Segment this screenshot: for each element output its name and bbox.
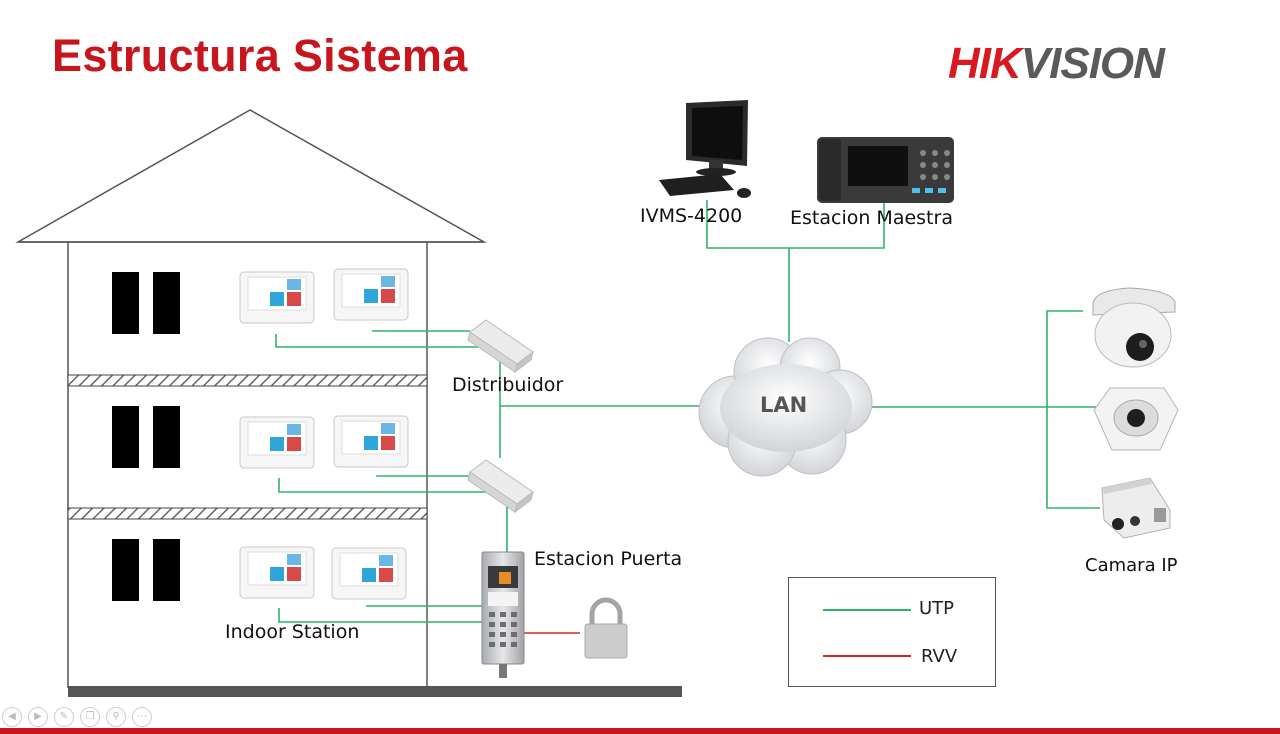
dome-camera-icon-1 xyxy=(1092,287,1176,368)
logo-part-hik: HIK xyxy=(948,39,1022,88)
prev-icon[interactable]: ◀ xyxy=(2,707,22,727)
indoor-monitor-3b xyxy=(331,547,407,600)
indoor-monitor-2b xyxy=(333,415,409,468)
logo-part-vision: VISION xyxy=(1020,39,1165,88)
indoor-monitor-3a xyxy=(239,546,315,599)
padlock-icon xyxy=(584,597,628,659)
hikvision-logo: HIKVISION xyxy=(948,38,1165,90)
building-windows xyxy=(112,272,180,601)
master-station-icon xyxy=(817,137,954,203)
distributor-icon-1 xyxy=(467,319,534,374)
presentation-controls: ◀ ▶ ✎ ❐ ⚲ ⋯ xyxy=(2,707,158,729)
door-station-icon xyxy=(481,551,525,678)
box-camera-icon xyxy=(1101,477,1171,539)
lan-cloud-icon xyxy=(698,337,873,477)
dome-camera-icon-2 xyxy=(1093,387,1179,451)
computer-icon xyxy=(659,100,751,198)
label-lan: LAN xyxy=(760,393,808,417)
indoor-monitor-1b xyxy=(333,268,409,321)
indoor-monitor-1a xyxy=(239,271,315,324)
legend-utp-line xyxy=(823,609,911,611)
legend: UTP RVV xyxy=(788,577,996,687)
label-master-station: Estacion Maestra xyxy=(790,207,953,229)
label-ivms: IVMS-4200 xyxy=(640,205,743,227)
copy-icon[interactable]: ❐ xyxy=(80,707,100,727)
utp-cabling xyxy=(275,200,1100,623)
legend-rvv-line xyxy=(823,655,911,657)
pen-icon[interactable]: ✎ xyxy=(54,707,74,727)
legend-utp-label: UTP xyxy=(919,598,955,619)
zoom-icon[interactable]: ⚲ xyxy=(106,707,126,727)
label-distributor: Distribuidor xyxy=(452,374,564,396)
slide-title: Estructura Sistema xyxy=(52,30,468,81)
label-indoor-station: Indoor Station xyxy=(225,621,360,643)
legend-rvv-label: RVV xyxy=(921,646,958,667)
label-door-station: Estacion Puerta xyxy=(534,548,683,570)
distributor-icon-2 xyxy=(467,459,534,514)
label-ip-camera: Camara IP xyxy=(1085,555,1178,576)
bottom-accent-bar xyxy=(0,728,1280,734)
indoor-monitor-2a xyxy=(239,416,315,469)
building xyxy=(15,109,682,697)
more-icon[interactable]: ⋯ xyxy=(132,707,152,727)
play-icon[interactable]: ▶ xyxy=(28,707,48,727)
